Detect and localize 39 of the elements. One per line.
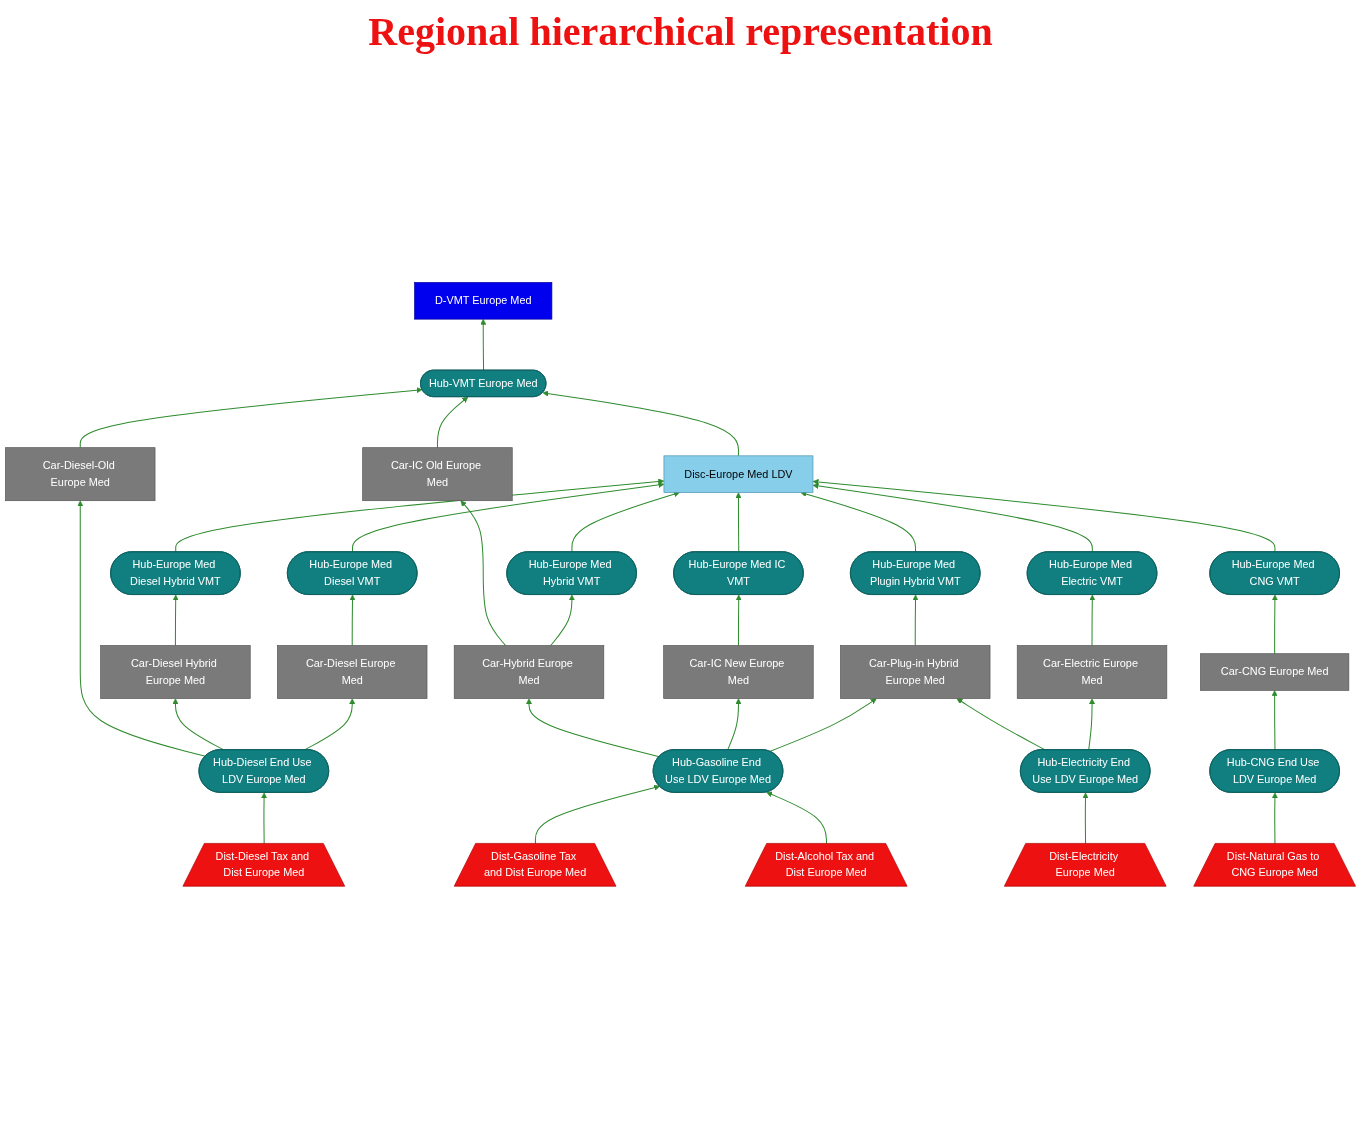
arrow <box>460 500 507 646</box>
arrow <box>1271 792 1278 844</box>
arrow <box>812 478 1276 553</box>
node-box: Car-Plug-in Hybrid Europe Med <box>840 644 991 699</box>
arrow <box>1082 792 1089 844</box>
arrow <box>1089 594 1096 646</box>
arrow <box>735 491 742 553</box>
arrow <box>352 481 665 553</box>
arrow <box>534 784 660 844</box>
node-box: Car-Diesel-Old Europe Med <box>5 447 156 501</box>
arrow <box>542 390 739 456</box>
arrow <box>261 792 268 844</box>
arrow <box>766 791 827 844</box>
node-box: Car-IC New Europe Med <box>663 644 814 699</box>
node-box: Car-Diesel Europe Med <box>277 644 428 699</box>
arrow <box>812 482 1093 553</box>
arrow <box>769 697 877 752</box>
arrow <box>735 594 742 646</box>
arrow <box>480 318 487 371</box>
node-box: Disc-Europe Med LDV <box>663 455 814 493</box>
node-box: Car-Electric Europe Med <box>1016 644 1168 699</box>
node-box: D-VMT Europe Med <box>414 281 553 320</box>
arrow <box>79 386 423 448</box>
node-box: Car-CNG Europe Med <box>1200 653 1350 691</box>
arrow <box>550 594 575 646</box>
arrow <box>1271 689 1278 751</box>
arrow <box>727 697 742 751</box>
arrow <box>172 594 179 646</box>
arrow <box>956 697 1046 751</box>
arrow <box>1271 594 1278 654</box>
node-box: Car-Hybrid Europe Med <box>453 644 605 699</box>
node-box: Car-IC Old Europe Med <box>362 447 513 501</box>
arrow <box>912 594 919 646</box>
arrow <box>436 396 469 448</box>
node-box: Car-Diesel Hybrid Europe Med <box>100 644 251 699</box>
arrow <box>304 697 356 751</box>
arrow <box>349 594 356 646</box>
diagram-title: Regional hierarchical representation <box>367 8 994 55</box>
arrow <box>77 500 206 757</box>
